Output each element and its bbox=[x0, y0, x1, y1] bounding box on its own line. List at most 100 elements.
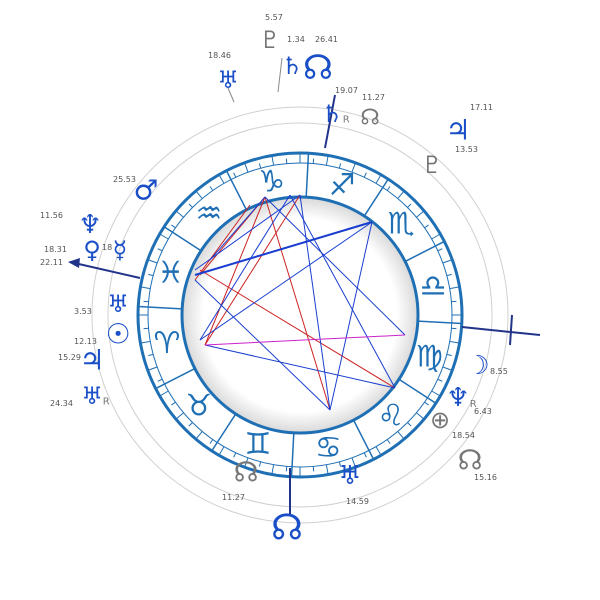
planet-neptune-left-icon: ♆ bbox=[78, 210, 101, 240]
degree-tick bbox=[258, 163, 262, 169]
degree-tick bbox=[338, 461, 342, 467]
aspect-line bbox=[299, 194, 331, 411]
sign-capricorn-icon: ♑︎ bbox=[258, 164, 285, 199]
sign-divider bbox=[138, 305, 183, 310]
planet-glyphs: ♇5.57♅18.46♄1.34☊26.41♄19.07R☊11.27♃17.1… bbox=[40, 13, 508, 549]
aspect-line bbox=[264, 196, 406, 336]
degree-tick bbox=[424, 401, 429, 406]
planet-neptune-retro-icon: ♆ bbox=[446, 383, 469, 413]
aspect-lines bbox=[194, 194, 406, 411]
degree-tick bbox=[157, 248, 163, 252]
planet-uranus-bottom-icon: ♅ bbox=[338, 461, 361, 491]
aspect-line bbox=[194, 204, 251, 281]
degree-tick bbox=[171, 224, 176, 229]
descendant-tick bbox=[509, 314, 513, 346]
planet-sun-degree: 12.13 bbox=[74, 337, 97, 346]
degree-tick bbox=[159, 233, 169, 240]
degree-tick bbox=[175, 412, 184, 420]
degree-tick bbox=[195, 431, 203, 440]
degree-tick bbox=[244, 162, 249, 173]
planet-asc-degree-degree: 22.11 bbox=[40, 258, 63, 267]
planet-moon-icon: ☽ bbox=[466, 351, 489, 381]
degree-tick bbox=[147, 366, 158, 371]
ascendant-arrow bbox=[68, 258, 80, 268]
planet-uranus-retro-retro: R bbox=[103, 396, 110, 407]
degree-ticks bbox=[138, 153, 462, 477]
planet-venus-icon: ♀ bbox=[83, 236, 101, 264]
planet-node-top-icon: ☊ bbox=[303, 48, 333, 88]
planet-node-grey-right-icon: ☊ bbox=[458, 444, 483, 477]
uranus-pointer bbox=[227, 87, 235, 103]
aspect-line bbox=[204, 196, 266, 346]
sign-sagittarius-icon: ♐︎ bbox=[329, 168, 356, 203]
planet-uranus-upper-degree: 18.46 bbox=[208, 51, 231, 60]
planet-mercury-icon: ☿ bbox=[113, 236, 128, 264]
degree-tick bbox=[233, 172, 237, 178]
planet-node-grey-bottom-degree: 11.27 bbox=[222, 493, 245, 502]
sign-scorpio-icon: ♏︎ bbox=[388, 206, 415, 241]
degree-tick bbox=[147, 259, 158, 264]
sign-virgo-icon: ♍︎ bbox=[416, 340, 443, 375]
planet-pluto-top-icon: ♇ bbox=[259, 26, 281, 54]
degree-tick bbox=[386, 439, 391, 444]
sign-divider bbox=[398, 378, 437, 404]
planet-uranus-retro-degree: 24.34 bbox=[50, 399, 73, 408]
degree-tick bbox=[140, 286, 151, 290]
degree-tick bbox=[363, 452, 367, 458]
planet-node-grey-upper-degree: 11.27 bbox=[362, 93, 385, 102]
aspect-line bbox=[204, 194, 301, 346]
degree-tick bbox=[271, 464, 275, 475]
sign-divider bbox=[163, 226, 202, 252]
planet-saturn-retro-retro: R bbox=[343, 114, 350, 125]
sign-gemini-icon: ♊︎ bbox=[245, 427, 272, 462]
planet-venus-degree: 18.31 bbox=[44, 245, 67, 254]
degree-tick bbox=[442, 259, 453, 264]
degree-tick bbox=[218, 446, 225, 456]
sign-pisces-icon: ♓︎ bbox=[157, 255, 184, 290]
degree-tick bbox=[446, 273, 452, 277]
planet-part-fortune-icon: ⊕ bbox=[430, 406, 450, 434]
degree-tick bbox=[195, 190, 203, 199]
aspect-line bbox=[329, 221, 373, 411]
ascendant-axis bbox=[69, 261, 141, 279]
degree-tick bbox=[375, 174, 382, 184]
degree-tick bbox=[424, 224, 429, 229]
degree-tick bbox=[397, 431, 405, 440]
planet-node-grey-upper-icon: ☊ bbox=[360, 106, 380, 131]
degree-tick bbox=[431, 233, 441, 240]
planet-neptune-retro-degree: 6.43 bbox=[474, 407, 492, 416]
descendant-axis bbox=[461, 326, 541, 336]
sign-divider bbox=[352, 419, 375, 460]
aspect-line bbox=[209, 196, 266, 261]
planet-pluto-right-degree: 13.53 bbox=[455, 145, 478, 154]
planet-jupiter-left-icon: ♃ bbox=[79, 344, 104, 377]
sign-divider bbox=[225, 170, 248, 211]
planet-saturn-retro-icon: ♄ bbox=[321, 100, 343, 128]
degree-tick bbox=[437, 378, 443, 382]
sign-divider bbox=[363, 178, 389, 217]
degree-tick bbox=[416, 210, 425, 218]
pluto-pointer bbox=[277, 57, 283, 93]
degree-tick bbox=[375, 446, 382, 456]
degree-tick bbox=[148, 273, 154, 277]
planet-jupiter-right-degree: 17.11 bbox=[470, 103, 493, 112]
planet-neptune-left-degree: 11.56 bbox=[40, 211, 63, 220]
degree-tick bbox=[407, 422, 412, 427]
degree-tick bbox=[407, 203, 412, 208]
sign-leo-icon: ♌︎ bbox=[378, 399, 405, 434]
degree-tick bbox=[416, 412, 425, 420]
degree-tick bbox=[171, 401, 176, 406]
sign-aquarius-icon: ♒︎ bbox=[196, 196, 223, 231]
sign-dividers bbox=[138, 153, 462, 477]
degree-tick bbox=[175, 210, 184, 218]
planet-moon-degree: 8.55 bbox=[490, 367, 508, 376]
degree-tick bbox=[351, 457, 356, 468]
planet-part-fortune-degree: 18.54 bbox=[452, 431, 475, 440]
planet-mars-degree: 25.53 bbox=[113, 175, 136, 184]
degree-tick bbox=[188, 203, 193, 208]
planet-node-grey-bottom-icon: ☊ bbox=[234, 456, 259, 489]
planet-saturn-retro-degree: 19.07 bbox=[335, 86, 358, 95]
planet-node-top-degree: 26.41 bbox=[315, 35, 338, 44]
degree-tick bbox=[325, 155, 329, 166]
planet-jupiter-left-degree: 15.29 bbox=[58, 353, 81, 362]
